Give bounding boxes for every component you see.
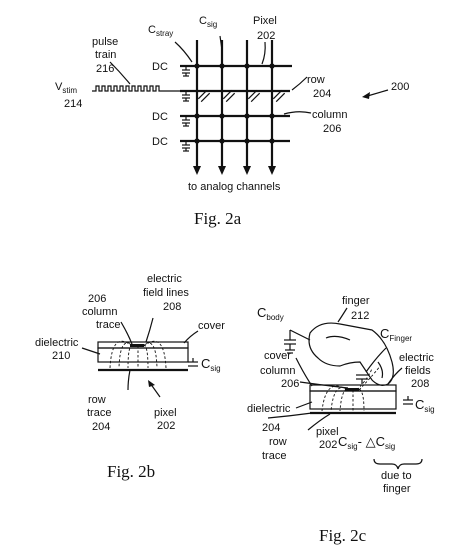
finger-shape [308, 322, 394, 386]
ef-number: 208 [163, 301, 181, 313]
pixel-nodes [194, 63, 275, 144]
leader-lines-2c [267, 307, 403, 431]
finger-crease [325, 335, 351, 341]
dc-label-2: DC [152, 111, 168, 123]
row-label-2c-line1: row [269, 436, 287, 448]
leader-lines-2a [109, 35, 312, 115]
dielectric-layer [97, 347, 189, 363]
c-sig-label: Csig [199, 15, 217, 29]
pulse-number: 216 [96, 63, 114, 75]
csig-capacitor-2c [403, 396, 413, 405]
fingernail [377, 361, 384, 379]
pixel-number-2b: 202 [157, 420, 175, 432]
pixel-label-2b: pixel [154, 407, 177, 419]
row-number: 204 [313, 88, 331, 100]
row-number-2c: 204 [262, 422, 280, 434]
due-to-line2: finger [383, 483, 411, 495]
pixel-arrow-2b [148, 380, 161, 398]
column-number-2c: 206 [281, 378, 299, 390]
csig-capacitor [188, 358, 198, 367]
column-number: 206 [323, 123, 341, 135]
pulse-label-line1: pulse [92, 36, 118, 48]
row-number-2b: 204 [92, 421, 110, 433]
fig-2b: 206 column trace electric field lines 20… [35, 273, 225, 481]
column-label-2c: column [260, 365, 295, 377]
cfinger-capacitor [356, 374, 368, 384]
stray-capacitors [182, 66, 190, 152]
field-lines-2c [321, 365, 381, 412]
ref-200: 200 [391, 81, 409, 93]
dc-label-1: DC [152, 61, 168, 73]
csig-label-2c: Csig [415, 397, 435, 414]
signal-capacitors [197, 89, 286, 103]
dielectric-number-2b: 210 [52, 350, 70, 362]
analog-channels-label: to analog channels [188, 181, 281, 193]
ef-number-2c: 208 [411, 378, 429, 390]
column-label-2b-line2: trace [96, 319, 120, 331]
cover-label-2b: cover [198, 320, 225, 332]
pixel-number-2c: 202 [319, 439, 337, 451]
row-label-2c-line2: trace [262, 450, 286, 462]
vstim-number: 214 [64, 98, 82, 110]
cover-label-2c: cover [264, 350, 291, 362]
fig-2a-caption: Fig. 2a [194, 209, 242, 228]
pixel-number: 202 [257, 30, 275, 42]
column-trace-2c [345, 388, 359, 391]
ef-label-line1: electric [147, 273, 182, 285]
leader-lines-2b [81, 317, 199, 391]
field-lines [109, 340, 167, 369]
cfinger-label: CFinger [380, 326, 412, 343]
pixel-label-2c: pixel [316, 426, 339, 438]
pulse-train-waveform [92, 85, 180, 92]
row-label: row [307, 74, 325, 86]
column-trace [130, 344, 144, 347]
fig-2c: Cbody finger 212 CFinger cover column 20… [247, 295, 435, 545]
due-to-line1: due to [381, 470, 412, 482]
ef-label-line2: field lines [143, 287, 189, 299]
fig-2b-caption: Fig. 2b [107, 462, 155, 481]
pulse-label-line2: train [95, 49, 116, 61]
finger-label: finger [342, 295, 370, 307]
dc-label-3: DC [152, 136, 168, 148]
delta-csig-label: Csig- △Csig [338, 434, 395, 451]
column-label: column [312, 109, 347, 121]
dielectric-label-2c: dielectric [247, 403, 291, 415]
dielectric-label-2b: dielectric [35, 337, 79, 349]
fig-2c-caption: Fig. 2c [319, 526, 367, 545]
column-label-2b-line1: column [82, 306, 117, 318]
delta-brace [373, 458, 423, 470]
column-number-2b: 206 [88, 293, 106, 305]
row-label-2b-line1: row [88, 394, 106, 406]
row-label-2b-line2: trace [87, 407, 111, 419]
ef-label-2c-line2: fields [405, 365, 431, 377]
ref-200-arrow [362, 89, 389, 99]
finger-number: 212 [351, 310, 369, 322]
ef-label-2c-line1: electric [399, 352, 434, 364]
column-lines [193, 40, 276, 175]
pixel-label: Pixel [253, 15, 277, 27]
csig-label-2b: Csig [201, 356, 221, 373]
cbody-capacitor [284, 329, 311, 354]
cbody-label: Cbody [257, 305, 284, 322]
fig-2a: Cstray Csig Pixel 202 pulse train 216 Vs… [55, 15, 409, 228]
c-stray-label: Cstray [148, 24, 173, 38]
vstim-label: Vstim [55, 81, 77, 95]
